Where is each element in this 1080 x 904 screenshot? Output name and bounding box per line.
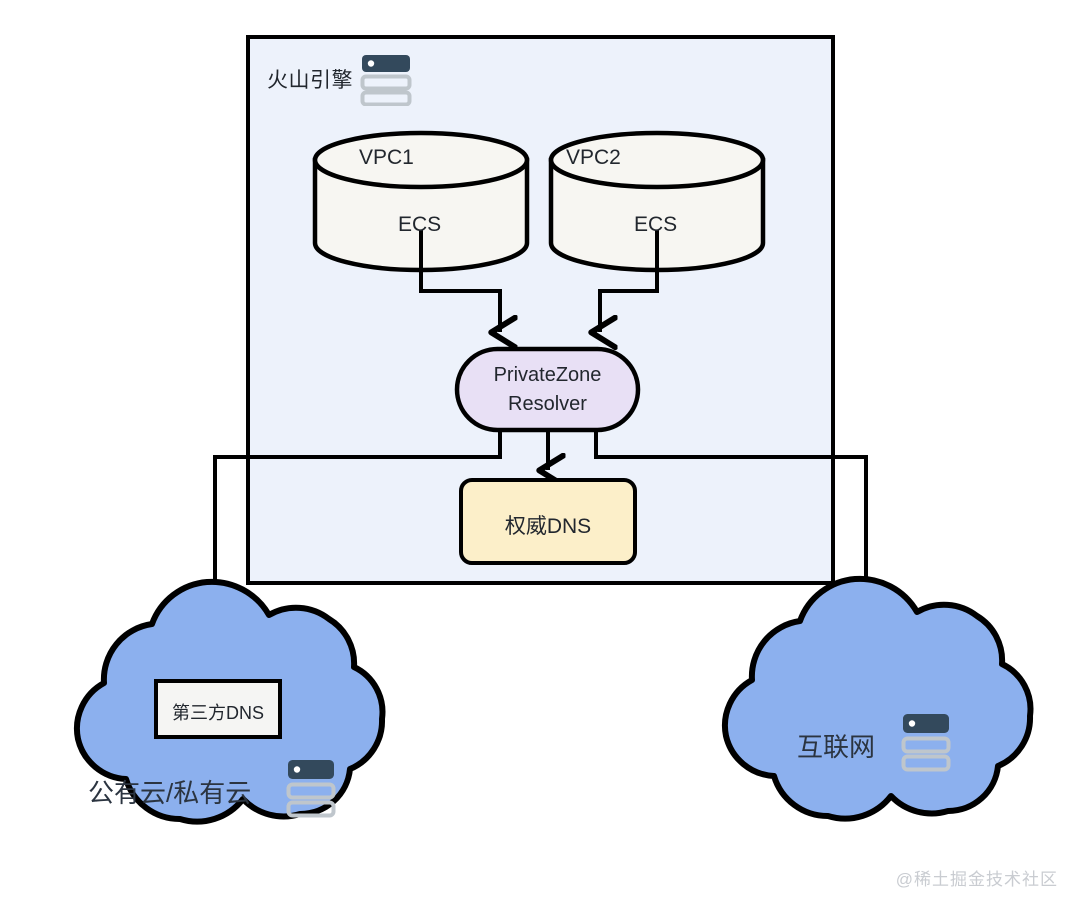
server-icon: [360, 55, 412, 106]
watermark: @稀土掘金技术社区: [895, 870, 1058, 889]
right-cloud-shape: [721, 575, 1034, 822]
vpc2-cylinder: [548, 130, 766, 273]
edge-vpc1-to-resolver: [419, 230, 500, 332]
vpc1-cylinder: [312, 130, 530, 273]
third-party-dns-node: [154, 679, 282, 739]
authoritative-dns-node: [459, 478, 637, 565]
server-icon: [286, 760, 336, 818]
edge-vpc2-to-resolver: [600, 230, 659, 332]
edge-resolver-to-third-party-dns: [215, 425, 502, 668]
privatezone-resolver-node: [454, 346, 641, 433]
server-icon: [901, 714, 951, 772]
edge-resolver-to-internet: [594, 425, 866, 608]
